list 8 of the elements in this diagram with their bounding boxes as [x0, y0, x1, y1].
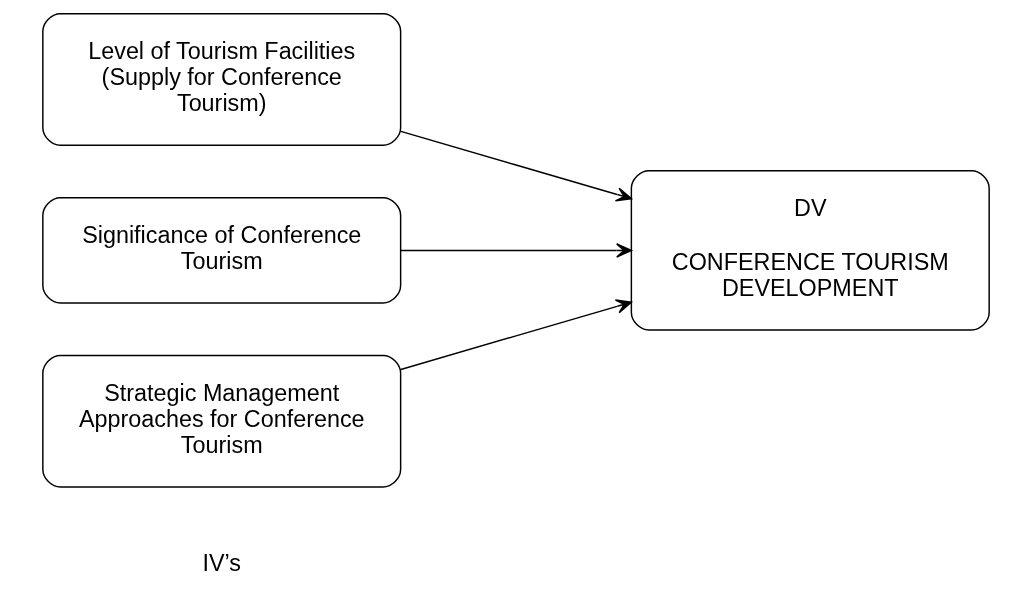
node-box: DV CONFERENCE TOURISM DEVELOPMENT — [630, 170, 990, 331]
node-box: Strategic Management Approaches for Conference Tourism — [42, 354, 402, 488]
arrow — [400, 299, 633, 371]
arrow — [400, 130, 633, 202]
arrow — [400, 243, 633, 258]
node-box: Significance of Conference Tourism — [42, 197, 402, 304]
node-box: Level of Tourism Facilities (Supply for Conference Tourism) — [42, 13, 402, 146]
label: IV’s — [202, 550, 241, 577]
